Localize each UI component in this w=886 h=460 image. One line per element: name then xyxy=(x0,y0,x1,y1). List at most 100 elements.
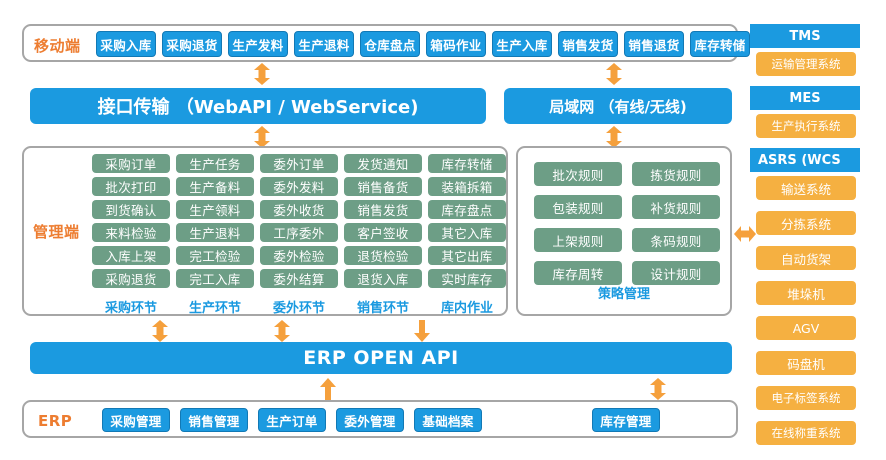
management-column-caption: 库内作业 xyxy=(440,301,493,316)
api-transport-bar[interactable]: 接口传输 （WebAPI / WebService) xyxy=(30,88,486,124)
management-item[interactable]: 到货确认 xyxy=(92,200,170,219)
rail-group-header[interactable]: TMS xyxy=(750,24,860,48)
erp-button[interactable]: 销售管理 xyxy=(180,408,248,432)
management-column-caption: 生产环节 xyxy=(188,301,241,316)
management-item[interactable]: 完工检验 xyxy=(176,246,254,265)
erp-button[interactable]: 委外管理 xyxy=(336,408,404,432)
arrow-api-to-management xyxy=(252,126,272,148)
arrow-mobile-to-lan xyxy=(604,63,624,85)
management-item[interactable]: 委外结算 xyxy=(260,269,338,288)
mobile-button[interactable]: 采购退货 xyxy=(162,31,222,57)
management-item[interactable]: 销售发货 xyxy=(344,200,422,219)
management-item[interactable]: 委外收货 xyxy=(260,200,338,219)
strategy-item[interactable]: 条码规则 xyxy=(632,228,720,252)
arrow-lan-to-strategy xyxy=(604,126,624,148)
strategy-grid: 批次规则拣货规则包装规则补货规则上架规则条码规则库存周转设计规则 xyxy=(534,162,720,285)
rail-item[interactable]: 分拣系统 xyxy=(756,211,856,235)
strategy-item[interactable]: 上架规则 xyxy=(534,228,622,252)
management-column: 采购订单批次打印到货确认来料检验入库上架采购退货采购环节 xyxy=(92,154,170,316)
arrow-management-to-openapi-3 xyxy=(412,320,432,342)
rail-group-header[interactable]: ASRS (WCS xyxy=(750,148,860,172)
erp-button-row: 采购管理销售管理生产订单委外管理基础档案 库存管理 xyxy=(102,408,660,432)
mobile-panel: 移动端 采购入库采购退货生产发料生产退料仓库盘点箱码作业生产入库销售发货销售退货… xyxy=(22,24,750,62)
rail-item[interactable]: 生产执行系统 xyxy=(756,114,856,138)
management-item[interactable]: 采购订单 xyxy=(92,154,170,173)
rail-item[interactable]: 堆垛机 xyxy=(756,281,856,305)
management-column: 委外订单委外发料委外收货工序委外委外检验委外结算委外环节 xyxy=(260,154,338,316)
management-column-caption: 采购环节 xyxy=(104,301,157,316)
rail-group-header[interactable]: MES xyxy=(750,86,860,110)
strategy-item[interactable]: 补货规则 xyxy=(632,195,720,219)
rail-item[interactable]: 输送系统 xyxy=(756,176,856,200)
mobile-button[interactable]: 生产退料 xyxy=(294,31,354,57)
rail-item[interactable]: 自动货架 xyxy=(756,246,856,270)
mobile-panel-label: 移动端 xyxy=(34,37,81,55)
mobile-button[interactable]: 采购入库 xyxy=(96,31,156,57)
management-item[interactable]: 退货入库 xyxy=(344,269,422,288)
management-panel: 管理端 采购订单批次打印到货确认来料检验入库上架采购退货采购环节生产任务生产备料… xyxy=(22,146,508,316)
strategy-item[interactable]: 设计规则 xyxy=(632,261,720,285)
mobile-button[interactable]: 箱码作业 xyxy=(426,31,486,57)
management-item[interactable]: 生产任务 xyxy=(176,154,254,173)
management-item[interactable]: 入库上架 xyxy=(92,246,170,265)
management-item[interactable]: 发货通知 xyxy=(344,154,422,173)
erp-button[interactable]: 基础档案 xyxy=(414,408,482,432)
arrow-mobile-to-api xyxy=(252,63,272,85)
mobile-button[interactable]: 生产发料 xyxy=(228,31,288,57)
management-item[interactable]: 其它入库 xyxy=(428,223,506,242)
management-item[interactable]: 库存盘点 xyxy=(428,200,506,219)
management-item[interactable]: 生产领料 xyxy=(176,200,254,219)
external-systems-rail: TMS 运输管理系统 MES 生产执行系统 ASRS (WCS 输送系统分拣系统自动货架堆… xyxy=(750,24,886,445)
management-item[interactable]: 委外发料 xyxy=(260,177,338,196)
management-item[interactable]: 退货检验 xyxy=(344,246,422,265)
management-item[interactable]: 批次打印 xyxy=(92,177,170,196)
rail-item[interactable]: 在线称重系统 xyxy=(756,421,856,445)
management-column: 库存转储装箱拆箱库存盘点其它入库其它出库实时库存库内作业 xyxy=(428,154,506,316)
arrow-management-to-openapi-1 xyxy=(150,320,170,342)
management-item[interactable]: 来料检验 xyxy=(92,223,170,242)
management-item[interactable]: 采购退货 xyxy=(92,269,170,288)
erp-button[interactable]: 库存管理 xyxy=(592,408,660,432)
strategy-item[interactable]: 拣货规则 xyxy=(632,162,720,186)
management-column-caption: 委外环节 xyxy=(272,301,325,316)
strategy-item[interactable]: 包装规则 xyxy=(534,195,622,219)
mobile-button[interactable]: 仓库盘点 xyxy=(360,31,420,57)
management-item[interactable]: 客户签收 xyxy=(344,223,422,242)
arrow-management-to-openapi-2 xyxy=(272,320,292,342)
mobile-button-row: 采购入库采购退货生产发料生产退料仓库盘点箱码作业生产入库销售发货销售退货库存转储 xyxy=(96,31,750,57)
management-item[interactable]: 库存转储 xyxy=(428,154,506,173)
management-column-caption: 销售环节 xyxy=(356,301,409,316)
management-item[interactable]: 工序委外 xyxy=(260,223,338,242)
management-panel-label: 管理端 xyxy=(33,223,80,241)
erp-open-api-bar[interactable]: ERP OPEN API xyxy=(30,342,732,374)
management-column: 发货通知销售备货销售发货客户签收退货检验退货入库销售环节 xyxy=(344,154,422,316)
strategy-item[interactable]: 库存周转 xyxy=(534,261,622,285)
management-item[interactable]: 委外订单 xyxy=(260,154,338,173)
management-column: 生产任务生产备料生产领料生产退料完工检验完工入库生产环节 xyxy=(176,154,254,316)
lan-transport-bar[interactable]: 局域网 （有线/无线) xyxy=(504,88,732,124)
management-item[interactable]: 生产退料 xyxy=(176,223,254,242)
erp-panel-label: ERP xyxy=(38,412,73,430)
mobile-button[interactable]: 库存转储 xyxy=(690,31,750,57)
rail-item[interactable]: 码盘机 xyxy=(756,351,856,375)
strategy-item[interactable]: 批次规则 xyxy=(534,162,622,186)
management-columns: 采购订单批次打印到货确认来料检验入库上架采购退货采购环节生产任务生产备料生产领料… xyxy=(92,154,506,316)
rail-item[interactable]: 电子标签系统 xyxy=(756,386,856,410)
arrow-strategy-to-rail xyxy=(734,224,756,244)
management-item[interactable]: 销售备货 xyxy=(344,177,422,196)
erp-panel: ERP 采购管理销售管理生产订单委外管理基础档案 库存管理 xyxy=(22,400,738,438)
management-item[interactable]: 实时库存 xyxy=(428,269,506,288)
erp-button[interactable]: 采购管理 xyxy=(102,408,170,432)
management-item[interactable]: 完工入库 xyxy=(176,269,254,288)
rail-item[interactable]: AGV xyxy=(756,316,856,340)
management-item[interactable]: 委外检验 xyxy=(260,246,338,265)
rail-item[interactable]: 运输管理系统 xyxy=(756,52,856,76)
mobile-button[interactable]: 生产入库 xyxy=(492,31,552,57)
mobile-button[interactable]: 销售退货 xyxy=(624,31,684,57)
erp-button[interactable]: 生产订单 xyxy=(258,408,326,432)
management-item[interactable]: 其它出库 xyxy=(428,246,506,265)
management-item[interactable]: 装箱拆箱 xyxy=(428,177,506,196)
mobile-button[interactable]: 销售发货 xyxy=(558,31,618,57)
management-item[interactable]: 生产备料 xyxy=(176,177,254,196)
